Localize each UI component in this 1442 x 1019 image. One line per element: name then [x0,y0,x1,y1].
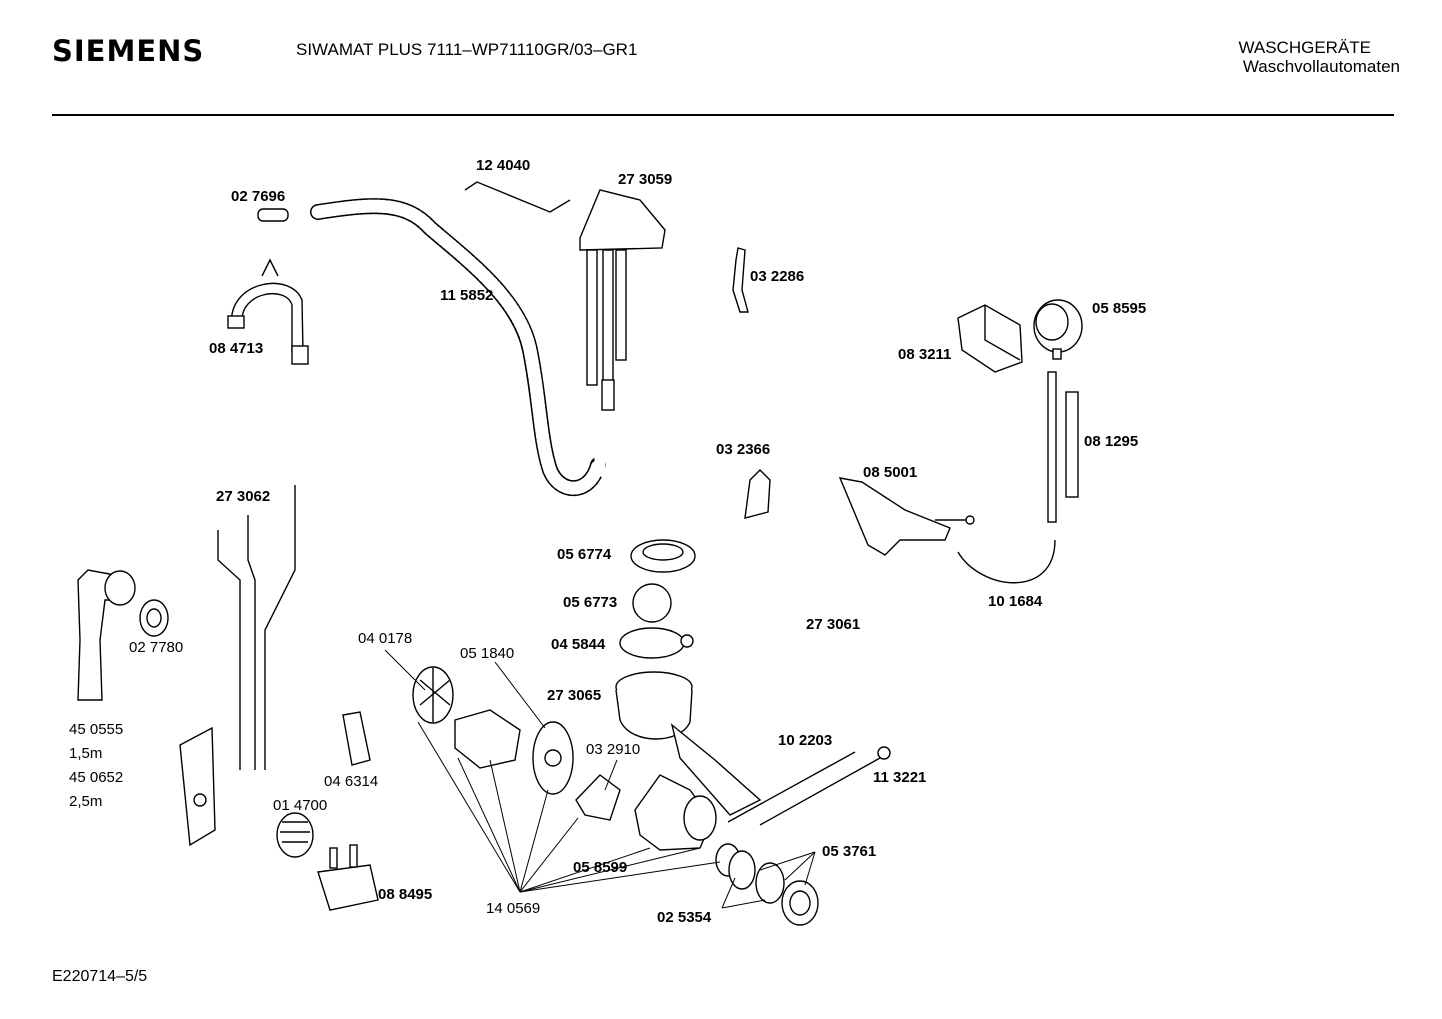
part-seals-053761 [715,843,819,926]
part-hose-273061 [594,440,796,710]
part-holder-083211 [957,304,1023,373]
part-label: 05 1840 [460,645,515,662]
leader-misc [384,649,618,791]
part-valve-113221 [759,746,891,826]
part-rod-124040 [464,181,571,213]
part-label: 04 0178 [358,630,413,647]
part-label: 45 0555 [69,721,124,738]
part-label: 03 2286 [750,268,805,285]
part-ball-056773 [632,583,672,623]
part-cap-027780 [139,599,169,637]
model-title: SIWAMAT PLUS 7111–WP71110GR/03–GR1 [296,40,638,59]
part-motor-051840 [454,709,521,769]
part-label: 04 5844 [551,636,606,653]
part-clip-032366 [744,469,771,519]
part-label: 05 8595 [1092,300,1147,317]
part-label: 12 4040 [476,157,531,174]
part-dispenser-inlet [579,189,666,411]
part-clamp-084713 [227,258,309,365]
part-drain-hose [77,569,136,701]
part-label: 27 3062 [216,488,271,505]
part-label: 2,5m [69,793,103,810]
part-label: 1,5m [69,745,103,762]
part-label: 10 2203 [778,732,833,749]
part-label: 08 1295 [1084,433,1139,450]
part-bracket-032286 [732,247,749,313]
part-rod-102203 [727,751,856,823]
document-code: E220714–5/5 [52,968,148,985]
part-label: 04 6314 [324,773,379,790]
part-label: 08 3211 [898,346,952,363]
part-cover-046314 [342,711,371,766]
part-label: 05 3761 [822,843,877,860]
category-heading: WASCHGERÄTE [1238,38,1371,57]
part-label: 01 4700 [273,797,328,814]
part-pump-058599 [634,774,717,851]
part-label: 27 3059 [618,171,673,188]
part-label: 11 5852 [440,287,494,304]
part-filter-014700 [276,812,314,858]
part-sensor-bracket [838,477,975,556]
part-label: 08 4713 [209,340,264,357]
part-label: 02 5354 [657,909,712,926]
part-sump-273065 [615,671,762,816]
part-label: 02 7696 [231,188,286,205]
part-seal-056774 [630,539,696,573]
leader-lines-140569 [417,721,721,893]
part-tube-081295 [1047,371,1079,523]
leader-lines-025354 [721,877,766,909]
leader-lines-053761 [759,851,816,886]
part-label: 05 6773 [563,594,618,611]
part-label: 08 8495 [378,886,433,903]
part-label: 14 0569 [486,900,541,917]
part-pressure-switch [1033,299,1083,360]
part-label: 45 0652 [69,769,124,786]
part-label: 05 8599 [573,859,628,876]
part-corrugated-hose [310,198,606,497]
part-mounting-plate [179,726,216,847]
part-hose-101684 [957,539,1056,584]
part-valve-block-088495 [317,844,379,911]
part-label: 11 3221 [873,769,927,786]
part-label: 08 5001 [863,464,918,481]
part-fan-040178 [412,666,454,724]
part-label: 27 3065 [547,687,602,704]
part-connector-027696 [257,208,289,222]
part-label: 05 6774 [557,546,612,563]
header-divider [52,114,1394,116]
category-subheading: Waschvollautomaten [1242,57,1400,76]
part-rotor-disc [532,721,574,795]
part-ring-045844 [619,627,694,659]
part-label: 27 3061 [806,616,861,633]
part-label: 02 7780 [129,639,184,656]
brand-logo: SIEMENS [52,34,205,68]
part-label: 10 1684 [988,593,1043,610]
part-label: 03 2910 [586,741,641,758]
part-impeller-032910 [575,774,621,821]
part-label: 03 2366 [716,441,771,458]
part-pipes-273062 [217,485,296,770]
